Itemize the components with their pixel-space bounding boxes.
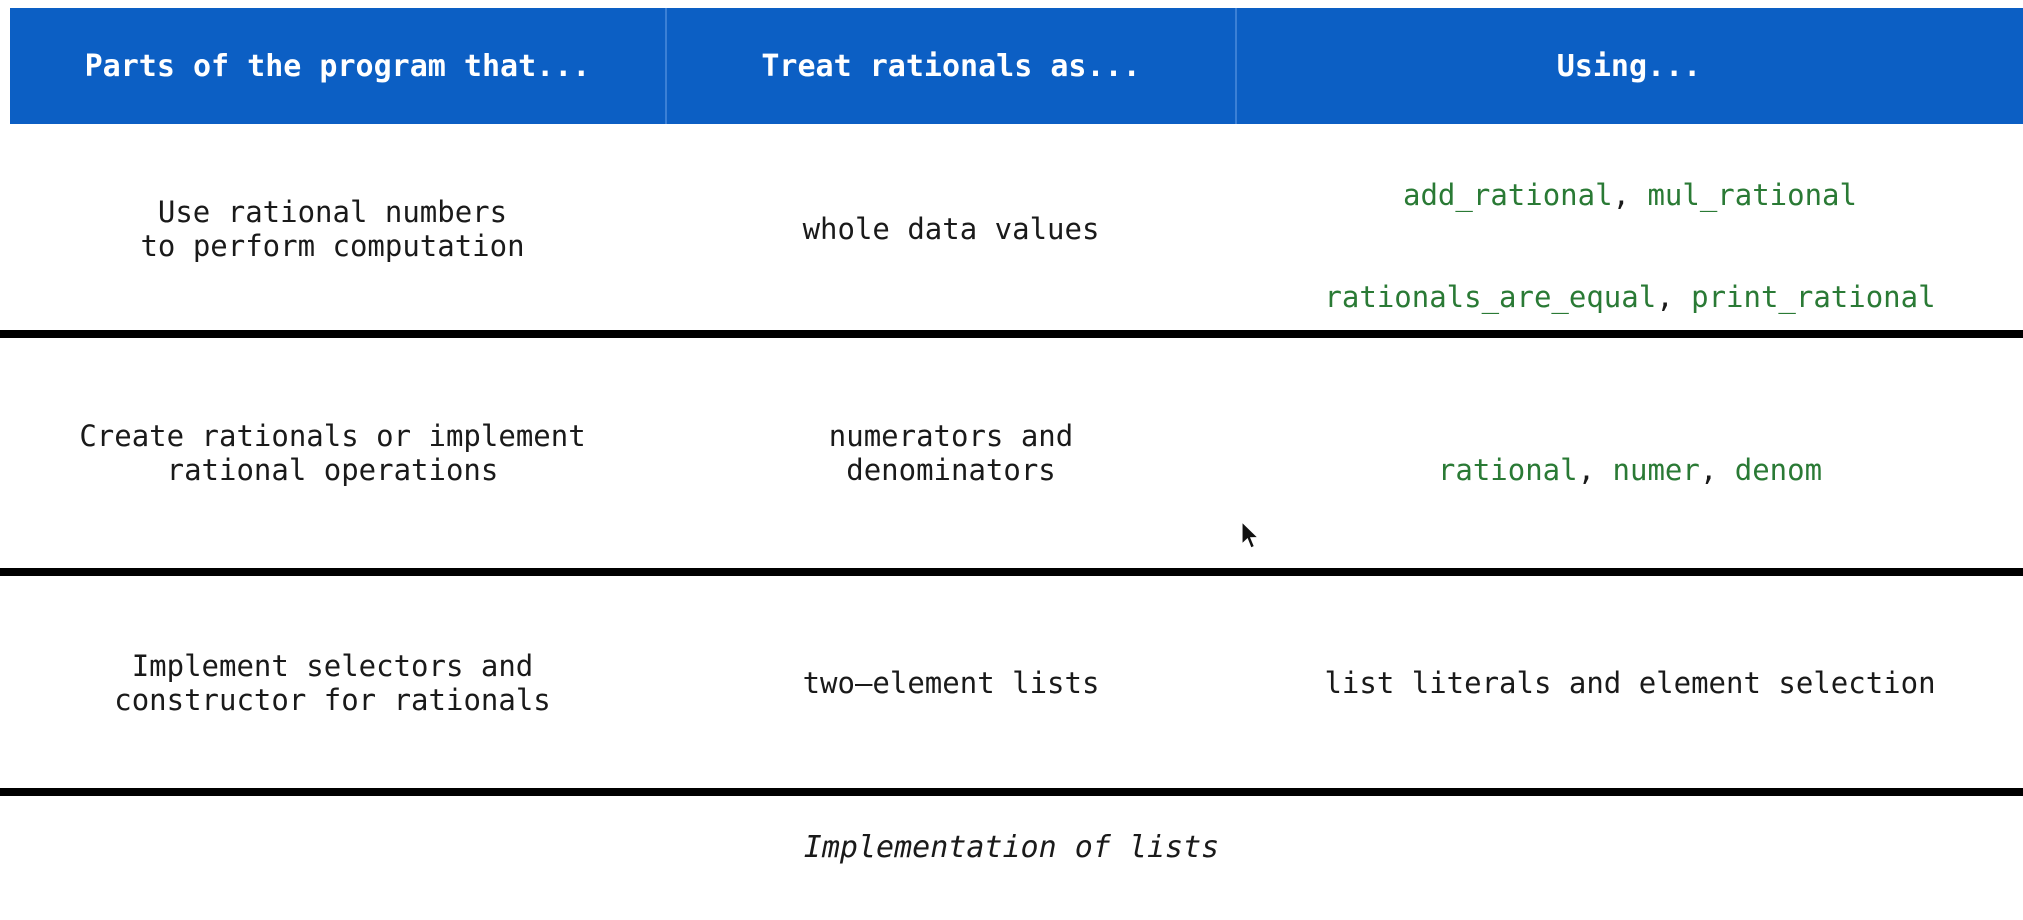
row-1-using-line-2: rationals_are_equal, print_rational xyxy=(1324,246,1935,314)
header-parts-of-program: Parts of the program that... xyxy=(10,8,665,124)
row-2-using-cell: rational, numer, denom xyxy=(1237,385,2023,522)
header-using: Using... xyxy=(1237,8,2021,124)
row-3-treat-cell: two—element lists xyxy=(802,665,1100,700)
table-caption: Implementation of lists xyxy=(803,830,1220,865)
code-mul-rational: mul_rational xyxy=(1647,177,1857,212)
code-add-rational: add_rational xyxy=(1403,177,1613,212)
code-denom: denom xyxy=(1734,453,1823,487)
row-1-parts-cell: Use rational numbers to perform computat… xyxy=(140,194,525,263)
code-rationals-are-equal: rationals_are_equal xyxy=(1324,280,1657,315)
row-1-treat-cell: whole data values xyxy=(802,211,1100,246)
header-treat-rationals-as-label: Treat rationals as... xyxy=(761,48,1141,84)
row-2-using-line-1: rational, numer, denom xyxy=(1438,419,1822,487)
row-3-using-cell: list literals and element selection xyxy=(1324,665,1936,700)
row-divider-2 xyxy=(0,568,2023,576)
code-numer: numer xyxy=(1612,453,1700,487)
table-row: Use rational numbers to perform computat… xyxy=(0,128,2023,330)
comma-separator: , xyxy=(1656,280,1692,315)
header-treat-rationals-as: Treat rationals as... xyxy=(665,8,1237,124)
row-2-treat-cell: numerators and denominators xyxy=(828,418,1074,487)
row-1-using-line-1: add_rational, mul_rational xyxy=(1324,143,1935,212)
row-divider-3 xyxy=(0,788,2023,796)
table-row: Implement selectors and constructor for … xyxy=(0,578,2023,788)
row-divider-1 xyxy=(0,330,2023,338)
table-row: Create rationals or implement rational o… xyxy=(0,338,2023,568)
code-rational: rational xyxy=(1437,453,1578,487)
row-3-parts-cell: Implement selectors and constructor for … xyxy=(114,648,551,717)
header-using-label: Using... xyxy=(1556,48,1702,84)
code-print-rational: print_rational xyxy=(1691,280,1936,315)
table-header-row: Parts of the program that... Treat ratio… xyxy=(10,8,2023,124)
comma-separator: , xyxy=(1699,453,1735,487)
comma-separator: , xyxy=(1612,177,1648,212)
row-2-parts-cell: Create rationals or implement rational o… xyxy=(79,418,586,487)
comma-separator: , xyxy=(1577,453,1613,487)
header-parts-of-program-label: Parts of the program that... xyxy=(84,48,591,84)
row-1-using-cell: add_rational, mul_rational rationals_are… xyxy=(1237,109,2023,349)
